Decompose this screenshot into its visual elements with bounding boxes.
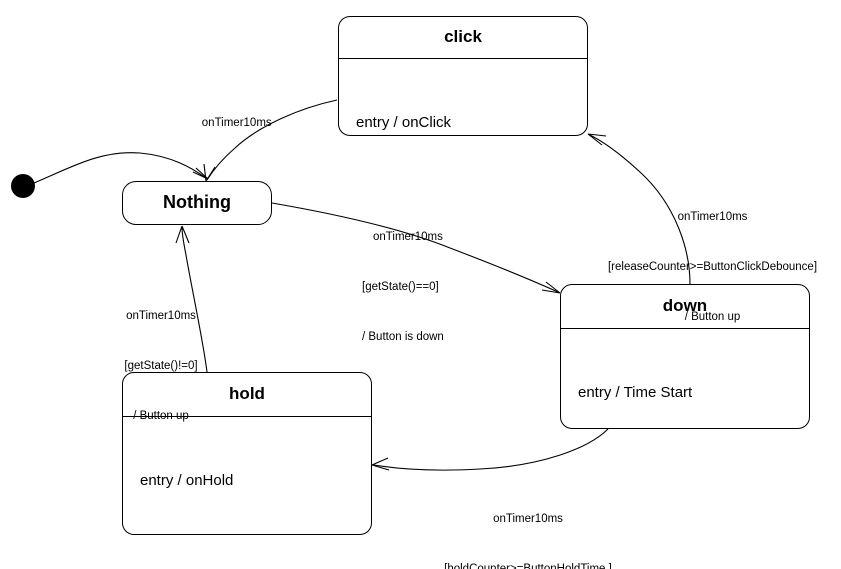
- state-hold[interactable]: hold entry / onHold exit / onBtnUp onTim…: [122, 372, 372, 535]
- transition-click-to-nothing[interactable]: [203, 99, 338, 182]
- label-down-to-hold-line-1: onTimer10ms: [493, 513, 563, 526]
- label-nothing-to-down-line-2: [getState()==0]: [362, 281, 439, 294]
- label-click-to-nothing-line-1: onTimer10ms: [201, 116, 272, 129]
- state-down-body-line-1: entry / Time Start: [578, 383, 693, 401]
- state-hold-body-line-1: entry / onHold: [140, 471, 234, 489]
- transition-hold-to-nothing[interactable]: [175, 225, 208, 373]
- initial-state-marker[interactable]: [11, 174, 35, 198]
- label-down-to-click-line-2: [releaseCounter>=ButtonClickDebounce]: [607, 261, 818, 274]
- label-hold-to-nothing-line-1: onTimer10ms: [126, 310, 196, 323]
- label-down-to-click-line-1: onTimer10ms: [677, 211, 748, 224]
- state-hold-body: entry / onHold exit / onBtnUp onTimer10m…: [123, 416, 371, 534]
- state-nothing-title: Nothing: [163, 192, 231, 213]
- label-nothing-to-down: onTimer10ms [getState()==0] / Button is …: [362, 196, 444, 379]
- label-hold-to-nothing: onTimer10ms [getState()!=0] / Button up: [100, 275, 222, 458]
- state-click-titlebar: click: [339, 17, 587, 58]
- label-down-to-click-line-3: / Button up: [684, 311, 741, 324]
- state-click-body-line: entry / onClick: [356, 113, 452, 131]
- state-down-title: down: [662, 296, 708, 316]
- transition-down-to-hold[interactable]: [371, 428, 609, 471]
- state-down[interactable]: down entry / Time Start onTimer10ms /: [560, 284, 810, 429]
- state-down-body: entry / Time Start onTimer10ms /: [561, 328, 809, 428]
- transition-down-to-click[interactable]: [587, 133, 691, 285]
- label-down-to-hold: onTimer10ms [holdCounter>=ButtonHoldTime…: [428, 478, 628, 569]
- state-down-titlebar: down: [561, 285, 809, 328]
- state-hold-body-line-2: exit / onBtnUp: [140, 531, 371, 534]
- label-click-to-nothing: onTimer10ms: [189, 98, 272, 148]
- state-click-body: entry / onClick: [339, 58, 587, 135]
- label-down-to-click: onTimer10ms [releaseCounter>=ButtonClick…: [600, 176, 825, 359]
- state-hold-titlebar: hold: [123, 373, 371, 416]
- label-down-to-hold-line-2: [holdCounter>=ButtonHoldTime ]: [428, 561, 628, 569]
- state-hold-title: hold: [229, 384, 265, 404]
- state-click[interactable]: click entry / onClick: [338, 16, 588, 136]
- label-hold-to-nothing-line-2: [getState()!=0]: [124, 360, 198, 373]
- label-nothing-to-down-line-3: / Button is down: [362, 331, 444, 344]
- transition-initial-to-nothing[interactable]: [33, 152, 209, 184]
- label-nothing-to-down-line-1: onTimer10ms: [373, 231, 443, 244]
- state-click-title: click: [444, 27, 482, 47]
- label-hold-to-nothing-line-3: / Button up: [133, 410, 189, 423]
- transition-nothing-to-down[interactable]: [271, 202, 561, 294]
- state-nothing[interactable]: Nothing: [122, 181, 272, 225]
